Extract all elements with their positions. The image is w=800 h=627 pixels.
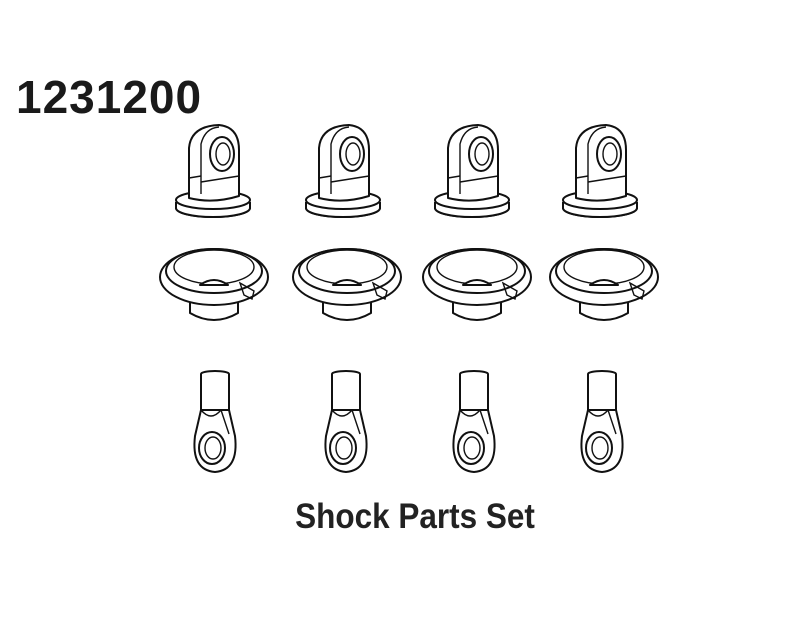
spring-cup (422, 248, 532, 321)
rod-end (452, 370, 496, 473)
spring-cup (549, 248, 659, 321)
shock-cap (305, 124, 381, 218)
shock-cap (562, 124, 638, 218)
rod-ends-row (193, 370, 624, 473)
part-number: 1231200 (16, 71, 203, 123)
spring-cup (159, 248, 269, 321)
rod-end (193, 370, 237, 473)
shock-cap (175, 124, 251, 218)
caption: Shock Parts Set (295, 497, 535, 536)
shock-caps-row (175, 124, 638, 218)
spring-cup (292, 248, 402, 321)
shock-cap (434, 124, 510, 218)
rod-end (324, 370, 368, 473)
spring-cups-row (159, 248, 659, 321)
rod-end (580, 370, 624, 473)
